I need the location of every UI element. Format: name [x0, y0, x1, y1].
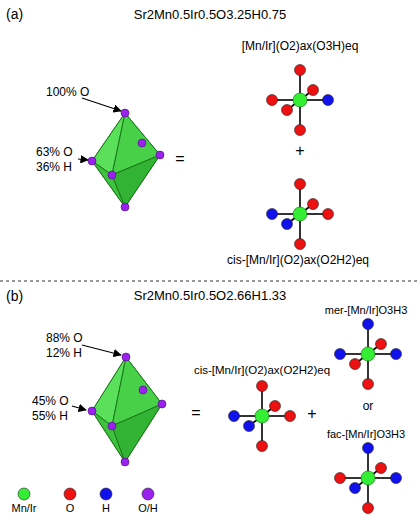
label: 88% O [46, 332, 83, 346]
atom [363, 379, 374, 390]
atom [363, 319, 374, 330]
label: 45% O [32, 395, 69, 409]
vertex-dot [88, 407, 96, 415]
vertex-dot [156, 151, 164, 159]
legend-text: H [102, 502, 110, 515]
atom [244, 421, 255, 432]
vertex-dot [138, 139, 146, 147]
atom [350, 483, 361, 494]
divider [0, 280, 419, 281]
legend-swatch [64, 488, 76, 500]
legend-text: O/H [138, 502, 158, 515]
atom [270, 401, 281, 412]
label: 36% H [36, 161, 72, 175]
legend-text: O [66, 502, 75, 515]
atom [391, 349, 402, 360]
legend-swatch [100, 488, 112, 500]
atom [282, 105, 293, 116]
label: cis-[Mn/Ir](O2)ax(O2H2)eq [194, 364, 330, 377]
atom [267, 209, 278, 220]
atom [295, 179, 306, 190]
vertex-dot [122, 353, 130, 361]
atom [295, 125, 306, 136]
atom [363, 443, 374, 454]
label: + [307, 405, 316, 423]
leader-arrow [82, 98, 121, 111]
atom [229, 411, 240, 422]
atom [376, 339, 387, 350]
label: Sr2Mn0.5Ir0.5O3.25H0.75 [134, 8, 286, 23]
atom [363, 503, 374, 514]
atom [308, 85, 319, 96]
atom [282, 219, 293, 230]
label: 100% O [46, 86, 89, 100]
metal-atom [361, 471, 375, 485]
atom [295, 239, 306, 250]
legend-swatches [18, 488, 154, 500]
label: mer-[Mn/Ir]O3H3 [325, 304, 408, 317]
vertex-dot [88, 157, 96, 165]
vertex-dot [139, 386, 147, 394]
vertex-dot [121, 109, 129, 117]
leader-arrow [78, 159, 88, 160]
atom [350, 359, 361, 370]
legend-swatch [142, 488, 154, 500]
atom [295, 65, 306, 76]
label: 55% H [32, 410, 68, 424]
metal-atom [293, 207, 307, 221]
atom [376, 463, 387, 474]
atom [267, 95, 278, 106]
atom [308, 199, 319, 210]
metal-atom [361, 347, 375, 361]
atom [257, 441, 268, 452]
vertex-dot [108, 171, 116, 179]
legend-text: Mn/Ir [11, 502, 36, 515]
label: Sr2Mn0.5Ir0.5O2.66H1.33 [134, 289, 286, 304]
vertex-dot [158, 400, 166, 408]
atom [285, 411, 296, 422]
label: (a) [6, 6, 23, 22]
octahedron-face [112, 155, 160, 207]
label: 12% H [46, 347, 82, 361]
vertex-dot [121, 203, 129, 211]
label: = [175, 150, 184, 168]
atom [335, 473, 346, 484]
label: 63% O [36, 146, 73, 160]
metal-atom [255, 409, 269, 423]
label: [Mn/Ir](O2)ax(O3H)eq [242, 40, 359, 54]
vertex-dot [121, 458, 129, 466]
atom [257, 381, 268, 392]
leader-arrow [72, 406, 86, 410]
label: + [295, 142, 304, 160]
label: (b) [6, 288, 23, 304]
leader-arrow [82, 345, 121, 355]
atom [323, 95, 334, 106]
atom [335, 349, 346, 360]
metal-atom [293, 93, 307, 107]
vertex-dot [108, 422, 116, 430]
atom [323, 209, 334, 220]
label: cis-[Mn/Ir](O2)ax(O2H2)eq [227, 254, 369, 268]
octahedron-face [112, 404, 162, 462]
leader-arrows [72, 98, 121, 410]
atom [391, 473, 402, 484]
octahedra [88, 109, 166, 466]
label: = [191, 404, 200, 422]
legend-swatch [18, 488, 30, 500]
label: fac-[Mn/Ir]O3H3 [327, 428, 405, 441]
label: or [363, 400, 374, 414]
